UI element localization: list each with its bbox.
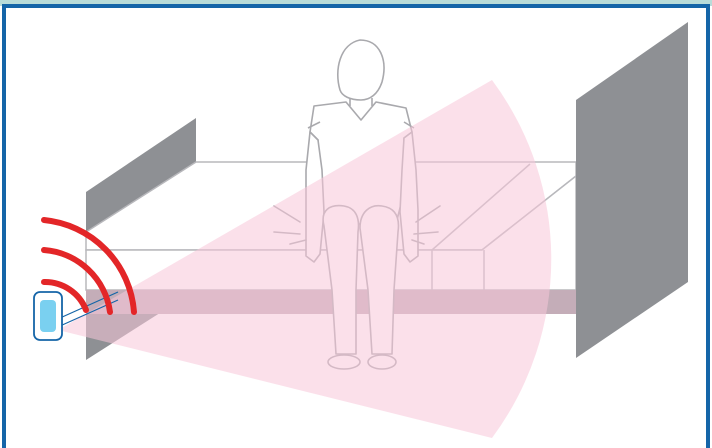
sensor-lens	[40, 300, 56, 332]
person-head	[338, 40, 384, 100]
right-footboard	[576, 22, 688, 358]
